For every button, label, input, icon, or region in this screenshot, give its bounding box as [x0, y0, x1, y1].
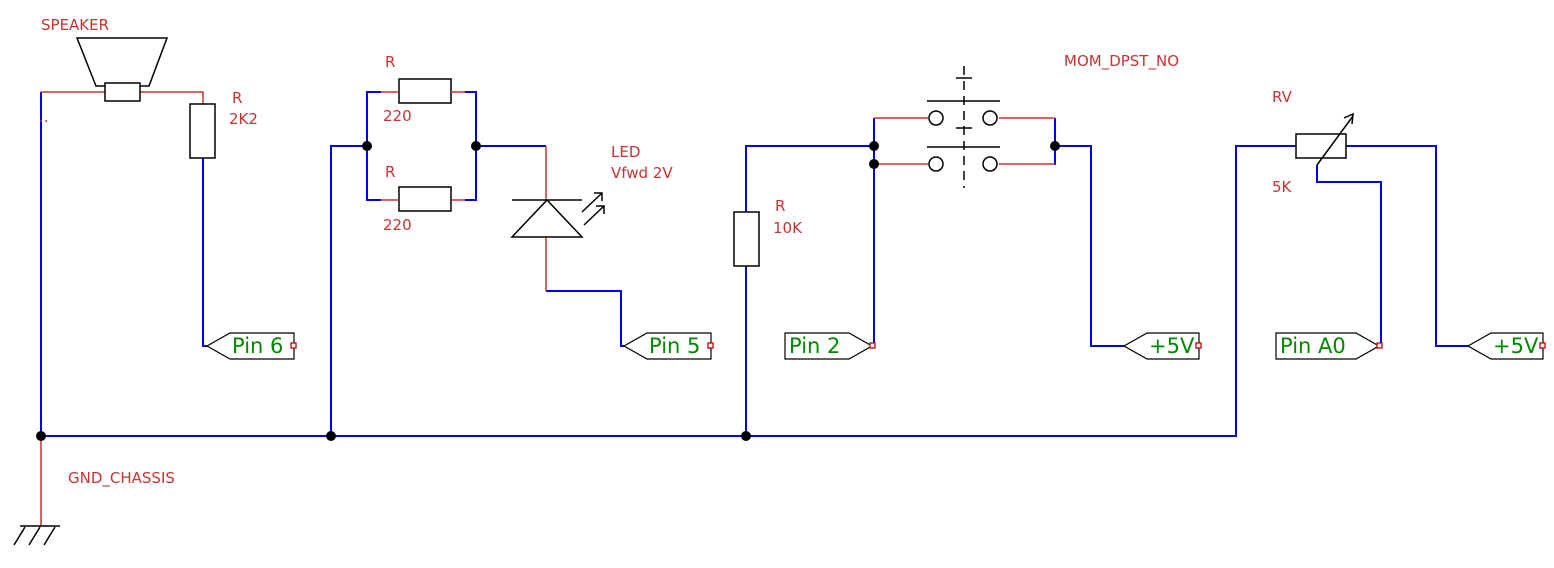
terminal-pinA0-label: Pin A0 — [1280, 334, 1346, 358]
led-pin5-wire — [546, 290, 624, 347]
resistor-220-bottom: R 220 — [381, 163, 465, 234]
switch-ref: MOM_DPST_NO — [1064, 52, 1179, 71]
resistor-220-top-value: 220 — [383, 107, 412, 125]
ground-symbol: GND_CHASSIS — [13, 436, 175, 546]
terminal-vcc-switch[interactable]: +5V — [1122, 332, 1202, 360]
junction-dot — [36, 431, 46, 441]
pot-vcc-wire — [1346, 145, 1468, 347]
led-ref: LED — [611, 143, 640, 161]
switch-pin2-wire — [872, 118, 875, 347]
resistor-10k-value: 10K — [773, 219, 803, 237]
r2k2-pin6-wire — [202, 158, 207, 347]
resistor-220-top-ref: R — [385, 53, 395, 71]
ground-label: GND_CHASSIS — [68, 469, 175, 488]
terminal-pinA0[interactable]: Pin A0 — [1275, 332, 1383, 360]
junction-dot — [869, 141, 879, 151]
junction-dot — [362, 141, 372, 151]
speaker-symbol: SPEAKER .. — [39, 16, 204, 126]
led-value: Vfwd 2V — [611, 164, 673, 182]
switch-vcc-run — [1055, 145, 1124, 347]
junction-dot — [741, 431, 751, 441]
junction-dot — [471, 141, 481, 151]
resistor-10k-ref: R — [775, 197, 785, 215]
junction-dot — [869, 159, 879, 169]
r10k-top-wire — [745, 145, 874, 212]
pot-value: 5K — [1272, 178, 1293, 196]
pot-wiper-wire — [1316, 165, 1382, 346]
junction-dot — [326, 431, 336, 441]
ground-bus-wire — [41, 145, 1296, 437]
parallel-left-wire — [330, 145, 367, 436]
terminal-pin2-label: Pin 2 — [789, 334, 840, 358]
junctions — [36, 141, 1060, 441]
resistor-2k2-ref: R — [232, 89, 242, 107]
terminal-pin2[interactable]: Pin 2 — [784, 332, 876, 360]
terminal-pin5-label: Pin 5 — [649, 334, 700, 358]
potentiometer: RV 5K — [1272, 88, 1354, 196]
terminal-pin6-label: Pin 6 — [232, 334, 283, 358]
terminal-pin6[interactable]: Pin 6 — [205, 332, 297, 360]
resistor-10k: R 10K — [733, 197, 803, 267]
speaker-label: SPEAKER — [41, 16, 109, 34]
terminal-vcc-switch-label: +5V — [1149, 334, 1195, 358]
resistor-220-bottom-value: 220 — [383, 216, 412, 234]
resistor-2k2: R 2K2 — [189, 89, 258, 159]
resistor-220-top: R 220 — [381, 53, 465, 125]
speaker-dot-mark: .. — [39, 108, 49, 126]
wires — [40, 91, 1468, 437]
resistor-220-bottom-ref: R — [385, 163, 395, 181]
terminal-vcc-pot-label: +5V — [1493, 334, 1539, 358]
resistor-2k2-value: 2K2 — [229, 110, 258, 128]
pot-ref: RV — [1272, 88, 1293, 106]
terminal-vcc-pot[interactable]: +5V — [1466, 332, 1546, 360]
junction-dot — [1050, 141, 1060, 151]
led-symbol: LED Vfwd 2V — [510, 143, 673, 291]
terminal-pin5[interactable]: Pin 5 — [622, 332, 714, 360]
switch-dpst: MOM_DPST_NO — [874, 52, 1179, 188]
